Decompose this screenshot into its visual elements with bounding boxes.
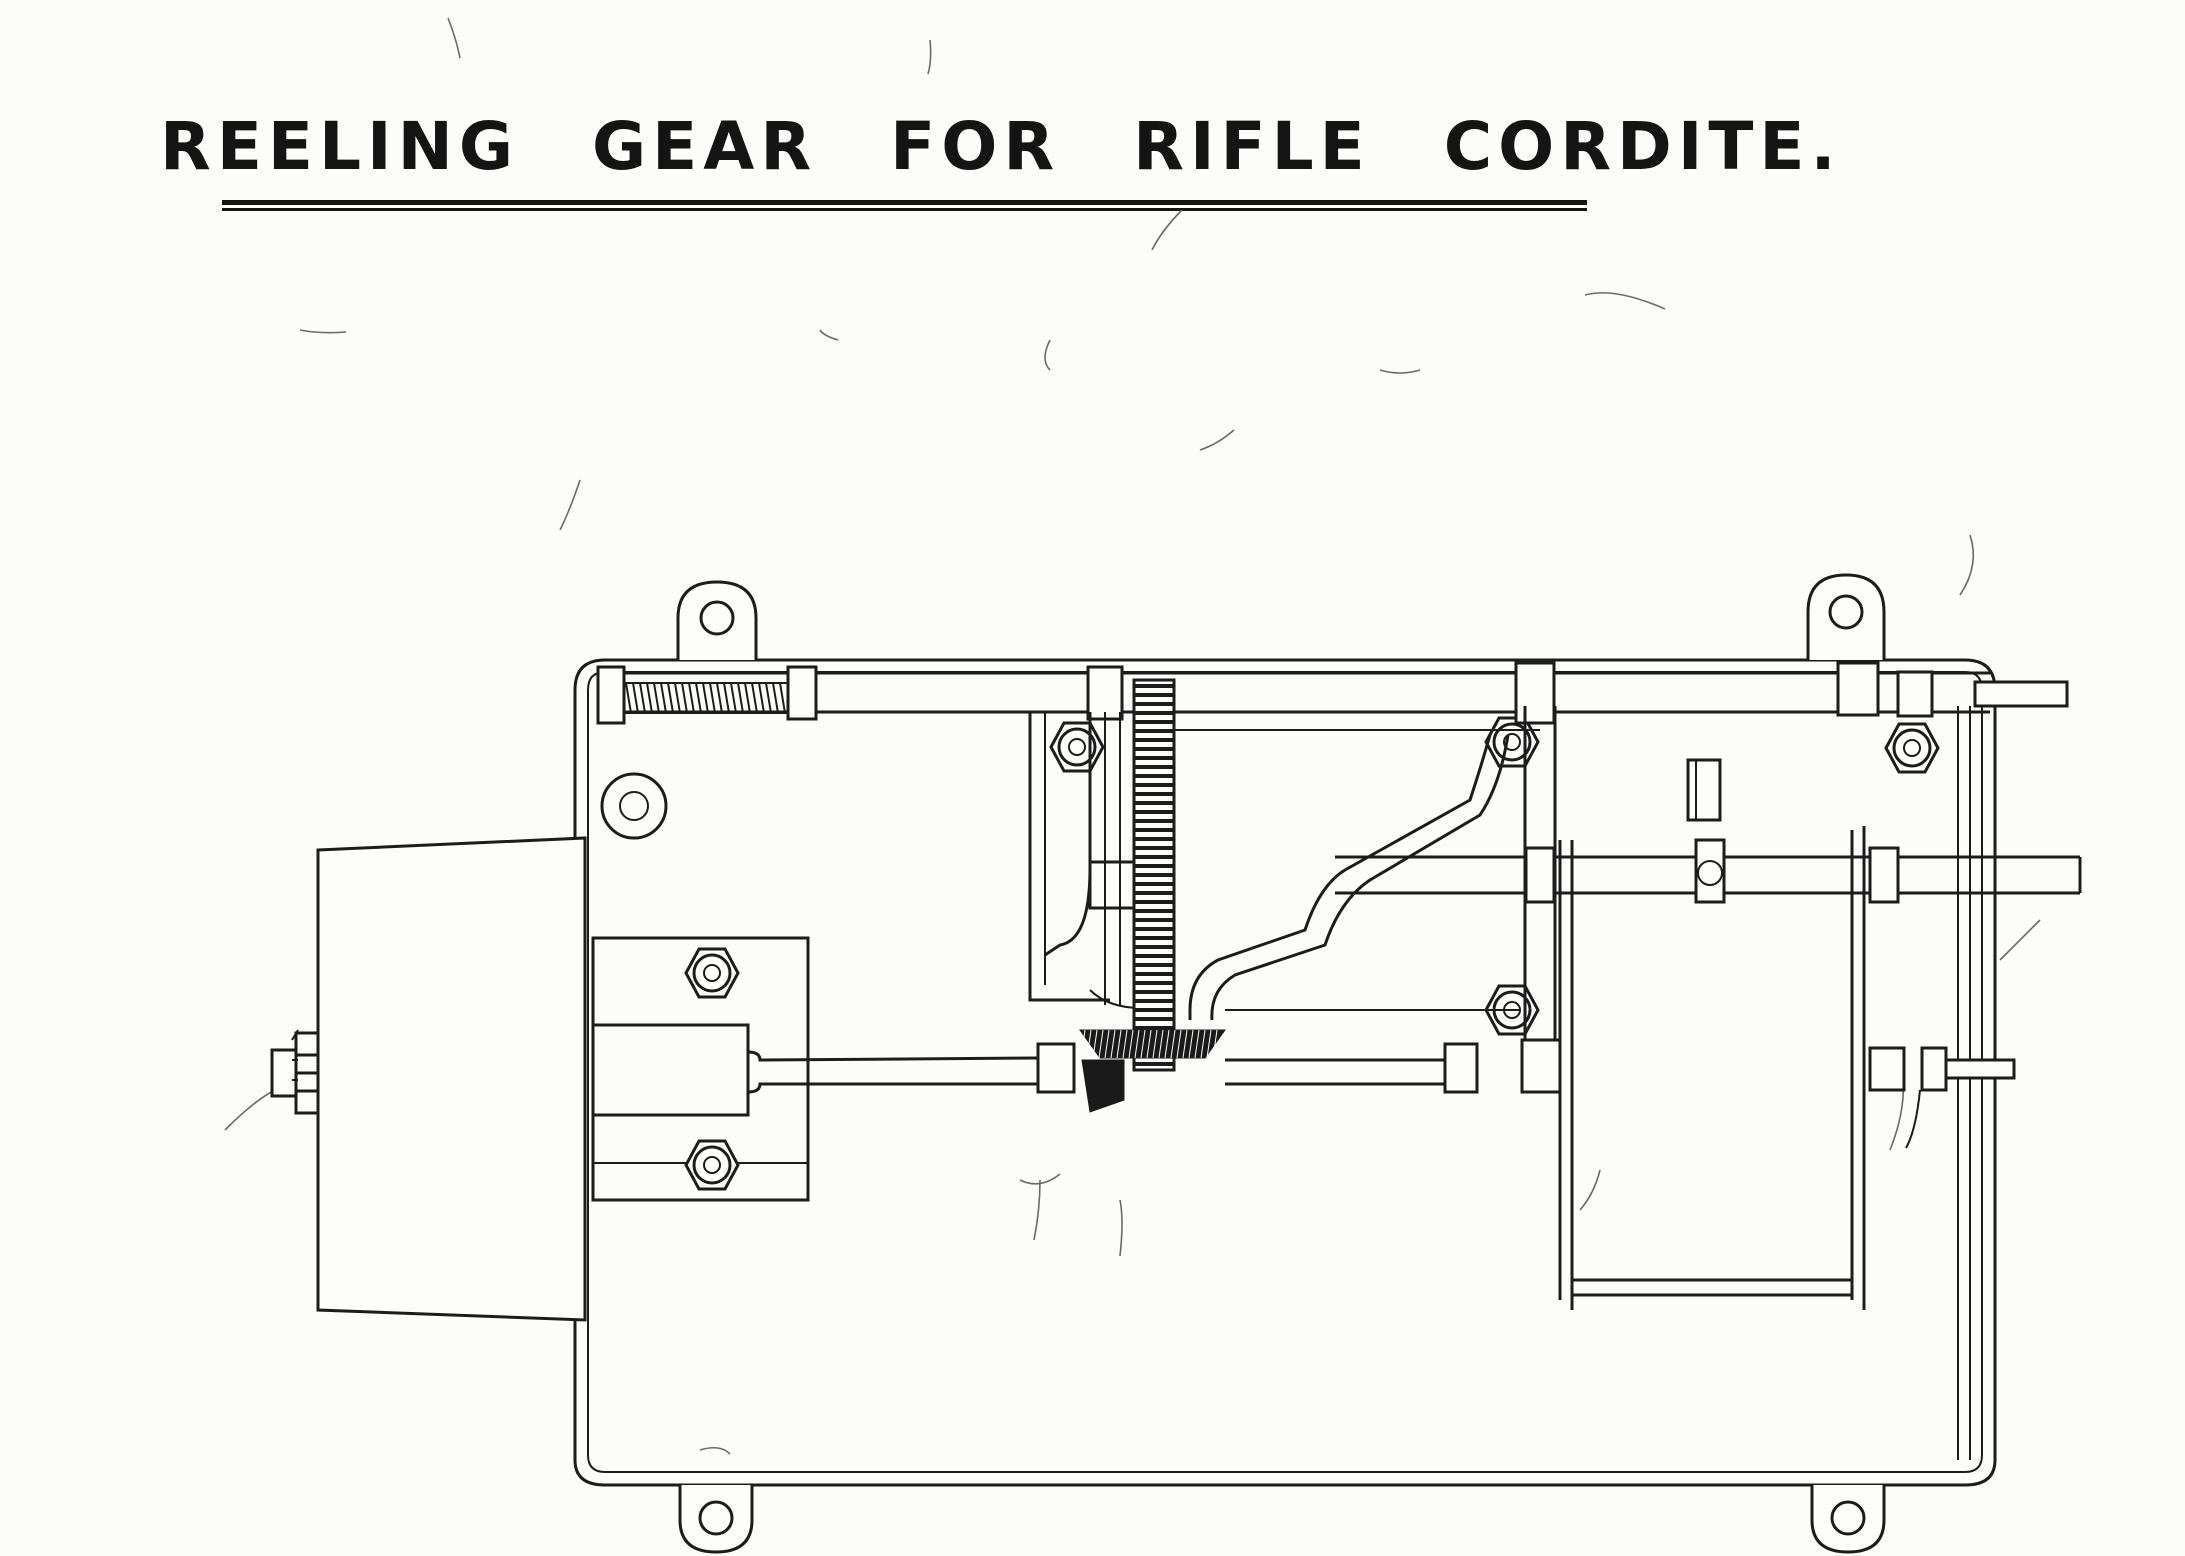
frame-boss: [600, 772, 668, 840]
mounting-lugs: [676, 573, 1886, 1554]
top-traverse-rod: [596, 661, 2069, 725]
title-underline: [222, 200, 1587, 211]
motor-housing: [270, 836, 587, 1322]
reel-drum: [1558, 706, 1971, 1460]
hex-nut: [1049, 721, 1105, 773]
main-frame: [573, 658, 1997, 1487]
bevel-gear: [1079, 1029, 1226, 1113]
drive-shaft: [747, 1009, 2016, 1149]
drive-plate: [591, 936, 810, 1202]
hex-nut: [684, 947, 740, 999]
gear-bracket: [1028, 712, 1151, 1010]
spur-gear: [1132, 678, 1176, 1072]
coil-spring: [623, 682, 789, 714]
paper-specks: [224, 17, 2041, 1455]
hex-nut: [684, 1139, 740, 1191]
hex-nuts: [684, 716, 1940, 1191]
page-title: REELING GEAR FOR RIFLE CORDITE.: [160, 108, 1842, 185]
hex-nut: [1484, 716, 1540, 768]
cranked-lever: [1188, 734, 1510, 1021]
middle-shaft: [1335, 758, 2082, 904]
hex-nut: [1884, 722, 1940, 774]
